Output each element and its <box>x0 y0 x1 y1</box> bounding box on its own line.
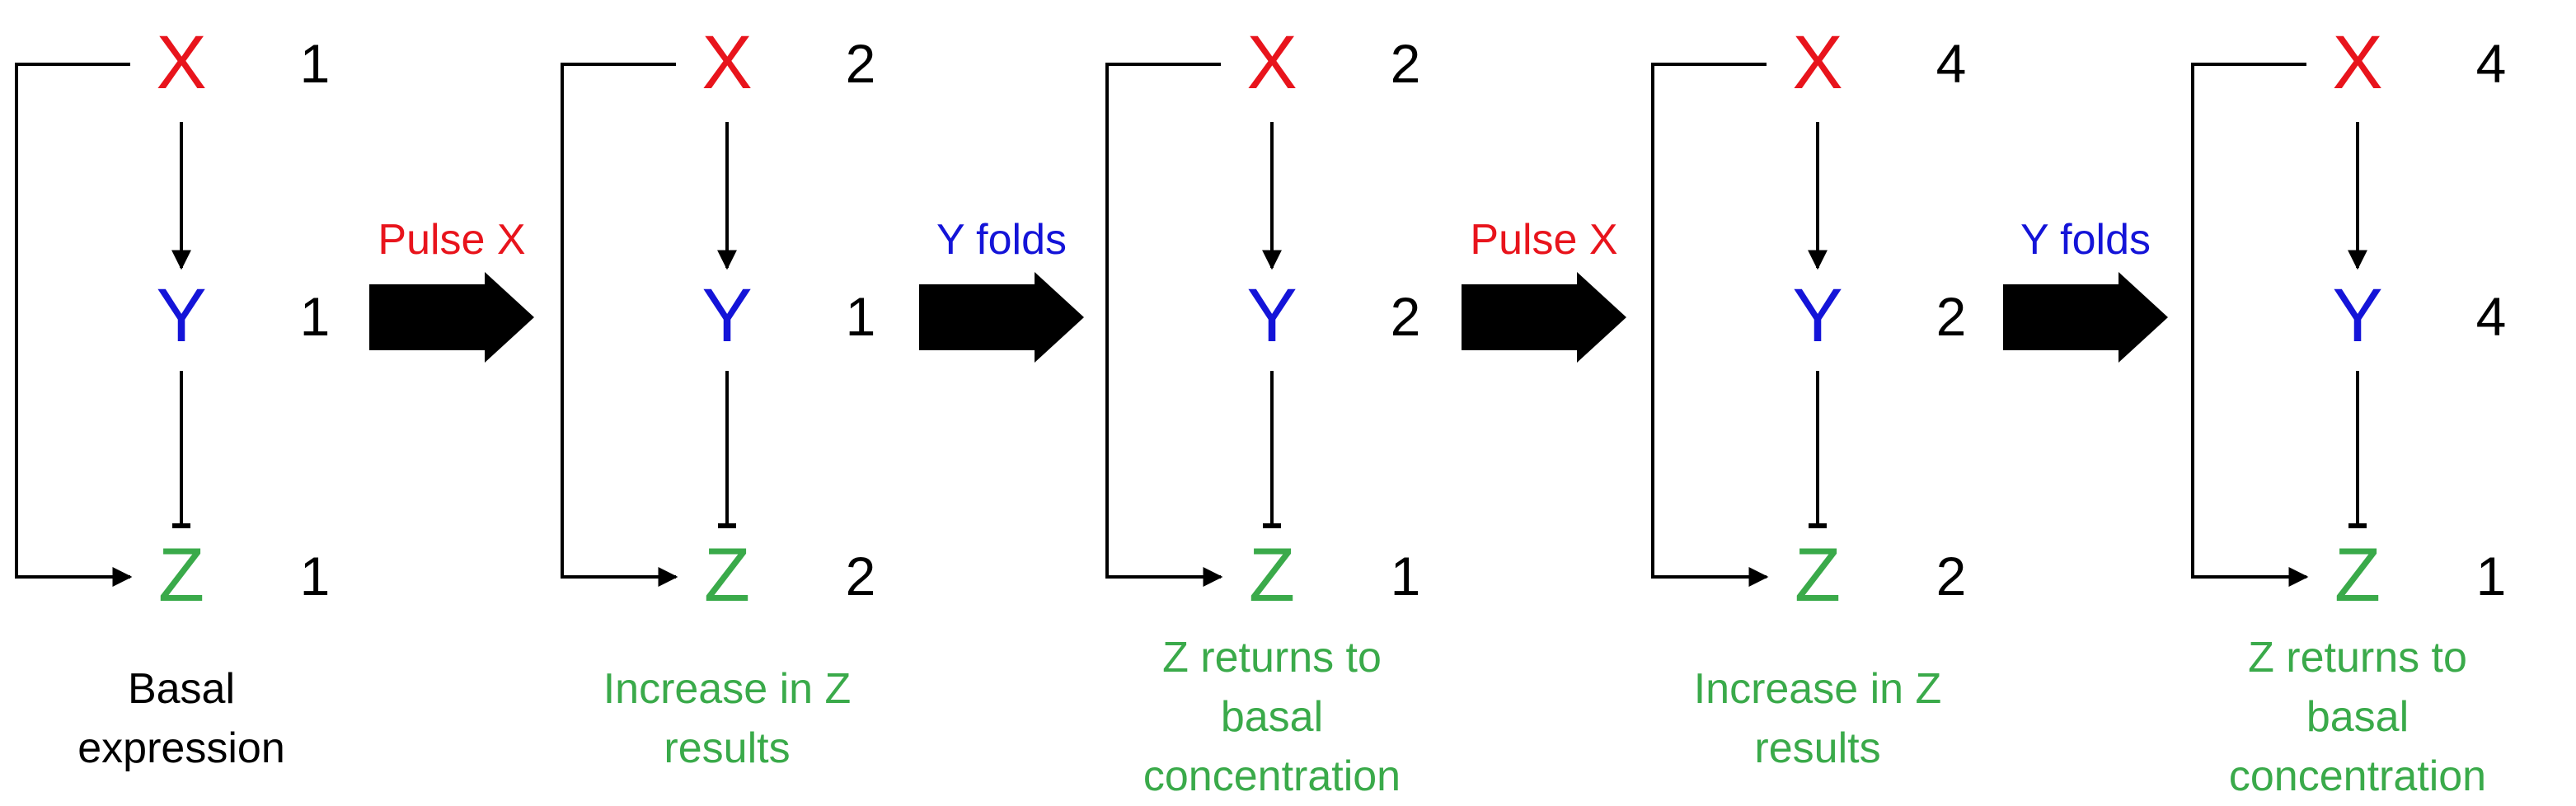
stage-3-x-to-z-activation-line <box>1105 63 1223 587</box>
transition-2-block-arrow <box>919 272 1084 363</box>
stage-2-z-value: 2 <box>845 546 876 607</box>
transition-1-label: Pulse X <box>378 216 526 264</box>
stage-5-z-value: 1 <box>2475 546 2507 607</box>
stage-1-z-value: 1 <box>299 546 331 607</box>
stage-2-caption: Increase in Z results <box>603 665 852 772</box>
stage-3-node-x: X <box>1246 21 1297 105</box>
stage-3-caption: Z returns to basal concentration <box>1143 634 1401 800</box>
stage-2-node-y: Y <box>701 274 753 358</box>
stage-3-x-value: 2 <box>1390 33 1421 94</box>
transition-2-label: Y folds <box>936 216 1067 264</box>
stage-1-x-value: 1 <box>299 33 331 94</box>
stage-4-caption: Increase in Z results <box>1693 665 1942 772</box>
transition-3-block-arrow <box>1462 272 1626 363</box>
stage-2-x-value: 2 <box>845 33 876 94</box>
stage-5-node-x: X <box>2332 21 2383 105</box>
stage-3-node-y: Y <box>1246 274 1297 358</box>
transition-4-block-arrow <box>2003 272 2168 363</box>
stage-1-caption: Basal expression <box>77 665 285 772</box>
stage-1-node-y: Y <box>156 274 207 358</box>
stage-1-node-x: X <box>156 21 207 105</box>
stage-1-x-to-z-activation-line <box>15 63 133 587</box>
stage-3-y-value: 2 <box>1390 286 1421 347</box>
stage-4-x-to-z-activation-line <box>1651 63 1769 587</box>
stage-4-node-y: Y <box>1792 274 1843 358</box>
transition-4-label: Y folds <box>2020 216 2151 264</box>
stage-4-y-value: 2 <box>1936 286 1967 347</box>
stage-1-y-value: 1 <box>299 286 331 347</box>
transition-1-block-arrow <box>369 272 534 363</box>
stage-5-node-z: Z <box>2334 533 2381 617</box>
stage-5-x-to-z-activation-line <box>2191 63 2309 587</box>
stage-3-z-value: 1 <box>1390 546 1421 607</box>
stage-4-node-x: X <box>1792 21 1843 105</box>
transition-3-label: Pulse X <box>1470 216 1618 264</box>
stage-4-z-value: 2 <box>1936 546 1967 607</box>
stage-2-node-x: X <box>701 21 753 105</box>
stage-3-node-z: Z <box>1248 533 1296 617</box>
stage-5-y-value: 4 <box>2475 286 2507 347</box>
stage-5-x-value: 4 <box>2475 33 2507 94</box>
stage-5-caption: Z returns to basal concentration <box>2228 634 2487 800</box>
stage-2-node-z: Z <box>703 533 751 617</box>
stage-5-node-y: Y <box>2332 274 2383 358</box>
stage-1-node-z: Z <box>157 533 205 617</box>
stage-2-x-to-z-activation-line <box>561 63 678 587</box>
stage-4-node-z: Z <box>1794 533 1842 617</box>
stage-4-x-value: 4 <box>1936 33 1967 94</box>
stage-2-y-value: 1 <box>845 286 876 347</box>
